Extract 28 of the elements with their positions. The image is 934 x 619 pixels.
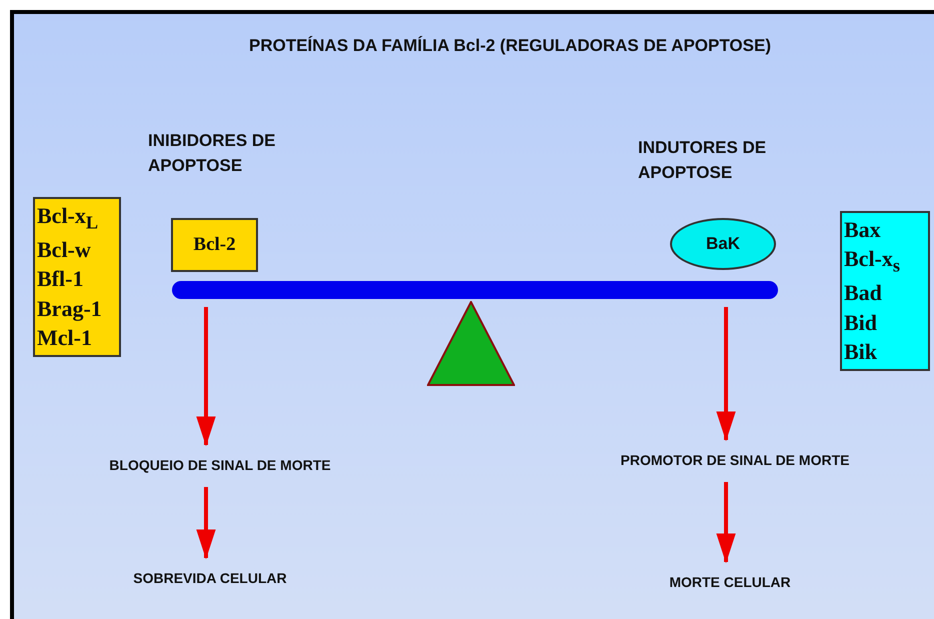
outcome-text: PROMOTOR DE SINAL DE MORTE [620,452,850,468]
protein-box [171,218,258,272]
section-heading: INIBIDORES DE APOPTOSE [148,130,277,177]
protein-name: Bfl-1 [37,268,84,290]
arrow [716,482,736,564]
protein-name: Mcl-1 [37,327,93,350]
protein-name: Bid [844,312,878,334]
balance-beam [172,281,778,299]
protein-name: Bik [844,341,878,364]
protein-name: BaK [706,234,740,254]
title: PROTEÍNAS DA FAMÍLIA Bcl-2 (REGULADORAS DE APOPTOSE) [248,36,772,56]
fulcrum-triangle [427,301,515,386]
arrow [196,487,216,560]
protein-name: Bcl-2 [193,234,236,256]
section-heading: INDUTORES DE APOPTOSE [638,137,768,184]
outcome-text: SOBREVIDA CELULAR [133,570,287,586]
protein-name: Bax [844,218,882,241]
protein-name: Bcl-x$_{s}$ [844,248,902,275]
protein-name: Bcl-x$_{L}$ [37,204,100,232]
protein-name: Bad [844,282,883,304]
protein-name: Bcl-w [37,238,92,261]
outcome-text: BLOQUEIO DE SINAL DE MORTE [109,457,331,473]
protein-list-box [33,197,121,357]
protein-list-box [840,211,930,371]
outcome-text: MORTE CELULAR [669,574,791,590]
arrow [196,307,216,446]
arrow [716,307,736,442]
protein-name: Brag-1 [37,298,103,320]
